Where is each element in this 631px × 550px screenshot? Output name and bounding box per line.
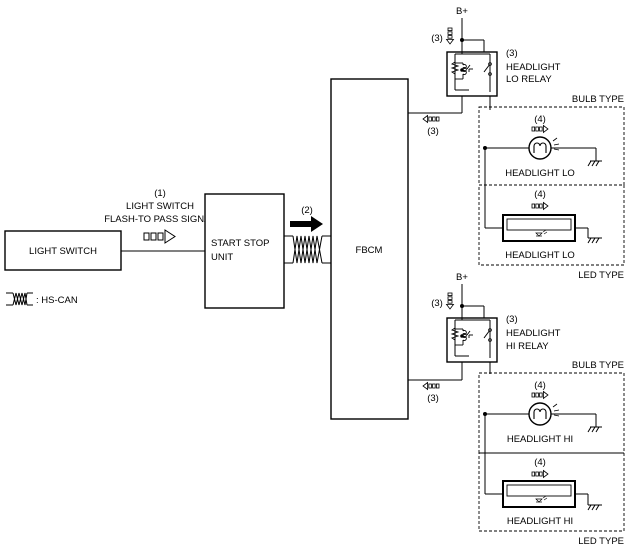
signal-1-number: (1)	[154, 188, 166, 199]
signal-2-number: (2)	[301, 205, 313, 216]
fbcm-block	[330, 78, 409, 420]
hi-led-type-label: LED TYPE	[578, 536, 624, 547]
hi-relay-signal-number: (3)	[431, 298, 443, 309]
hi-led-number: (4)	[534, 457, 546, 468]
hi-led-lamp-icon	[502, 480, 576, 508]
lo-relay-signal-arrow-icon	[446, 27, 454, 45]
signal-1-arrow-icon	[143, 229, 176, 244]
hi-led-type-region	[478, 452, 625, 532]
lo-relay-label-line2: LO RELAY	[506, 74, 552, 85]
hs-can-twisted-pair	[284, 235, 331, 264]
lo-bulb-type-label: BULB TYPE	[572, 94, 624, 105]
hi-led-signal-arrow-icon	[531, 470, 549, 478]
signal-2-arrow-icon	[290, 216, 323, 232]
fbcm-label: FBCM	[356, 245, 383, 256]
lo-led-lamp-icon	[502, 214, 576, 242]
lo-led-signal-arrow-icon	[531, 202, 549, 210]
hi-bulb-type-label: BULB TYPE	[572, 360, 624, 371]
lo-bulb-signal-arrow-icon	[531, 125, 549, 133]
start-stop-unit-block	[204, 193, 285, 309]
lo-relay-label-line1: HEADLIGHT	[506, 62, 561, 73]
lo-relay-number: (3)	[506, 48, 518, 59]
hi-relay-signal-arrow-icon	[446, 292, 454, 310]
signal-1-text-line2: FLASH-TO PASS SIGNAL	[104, 214, 216, 225]
light-switch-label: LIGHT SWITCH	[29, 246, 97, 257]
lo-bulb-label: HEADLIGHT LO	[505, 168, 575, 179]
hi-fbcm-signal-arrow-icon	[422, 382, 440, 390]
lo-relay-signal-number: (3)	[431, 33, 443, 44]
lo-fbcm-signal-arrow-icon	[422, 115, 440, 123]
lo-led-type-label: LED TYPE	[578, 270, 624, 281]
lo-led-number: (4)	[534, 189, 546, 200]
lo-supply-label: B+	[456, 6, 468, 17]
hi-bulb-signal-arrow-icon	[531, 391, 549, 399]
hs-can-legend-icon	[6, 292, 33, 306]
light-switch-block	[4, 230, 122, 271]
hs-can-legend-label: : HS-CAN	[36, 295, 78, 306]
hi-relay-label-line1: HEADLIGHT	[506, 328, 561, 339]
signal-1-text-line1: LIGHT SWITCH	[126, 201, 194, 212]
hi-relay-label-line2: HI RELAY	[506, 341, 549, 352]
hi-bulb-number: (4)	[534, 380, 546, 391]
hi-bulb-label: HEADLIGHT HI	[507, 434, 573, 445]
hi-relay-number: (3)	[506, 314, 518, 325]
lo-led-type-region	[478, 184, 625, 266]
lo-fbcm-signal-number: (3)	[427, 126, 439, 137]
start-stop-unit-label-line2: UNIT	[211, 252, 233, 263]
start-stop-unit-label-line1: START STOP	[211, 238, 269, 249]
hi-fbcm-signal-number: (3)	[427, 393, 439, 404]
hi-led-label: HEADLIGHT HI	[507, 516, 573, 527]
lo-bulb-number: (4)	[534, 114, 546, 125]
lo-led-label: HEADLIGHT LO	[505, 250, 575, 261]
hi-supply-label: B+	[456, 272, 468, 283]
